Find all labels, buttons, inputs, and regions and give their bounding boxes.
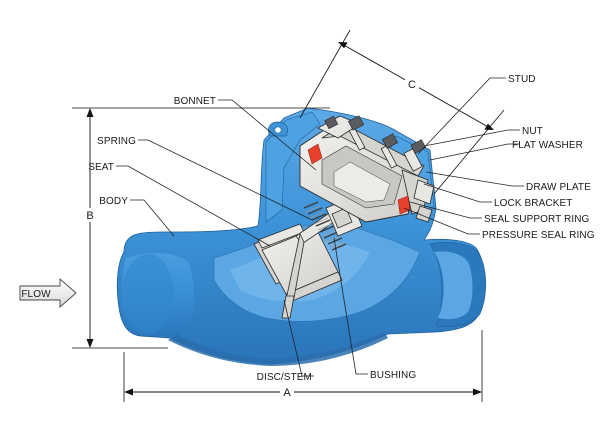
flow-arrow: FLOW — [19, 278, 77, 308]
label-draw-plate: DRAW PLATE — [526, 182, 591, 193]
dimension-a: A — [123, 330, 483, 402]
label-pressure-seal-ring: PRESSURE SEAL RING — [482, 230, 595, 241]
label-lock-bracket: LOCK BRACKET — [494, 198, 572, 209]
dimension-c: C — [299, 29, 505, 195]
label-disc-stem: DISC/STEM — [257, 372, 312, 383]
label-flat-washer: FLAT WASHER — [512, 140, 583, 151]
label-bonnet: BONNET — [174, 96, 216, 107]
studs — [324, 115, 427, 172]
label-nut: NUT — [522, 126, 543, 137]
bonnet-assembly — [299, 115, 435, 223]
label-seat: SEAT — [88, 162, 114, 173]
callout-leaders — [116, 77, 524, 377]
dimension-a-label: A — [283, 387, 291, 399]
dimension-b: B — [72, 107, 330, 349]
valve-internals — [253, 195, 363, 319]
label-spring: SPRING — [97, 136, 136, 147]
dimension-b-label: B — [86, 210, 93, 222]
label-seal-support-ring: SEAL SUPPORT RING — [484, 214, 590, 225]
label-stud: STUD — [508, 74, 536, 85]
dimension-c-label: C — [408, 79, 416, 91]
callout-labels: BONNET SPRING SEAT BODY STUD NUT FLAT WA… — [88, 74, 594, 383]
label-body: BODY — [99, 196, 128, 207]
label-bushing: BUSHING — [370, 370, 416, 381]
flow-label: FLOW — [21, 289, 51, 300]
spring-coils — [303, 201, 347, 251]
